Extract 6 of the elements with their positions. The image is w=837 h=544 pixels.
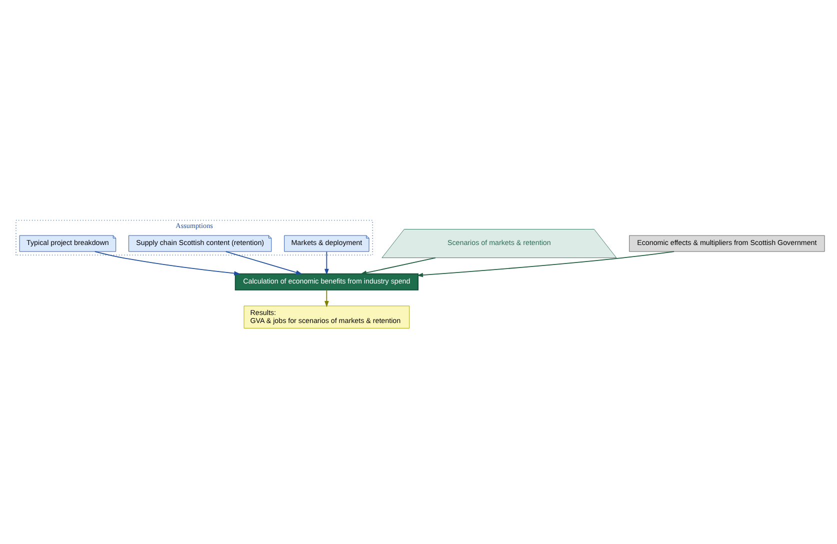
arrow	[94, 250, 240, 275]
arrow	[324, 288, 329, 307]
arrow	[360, 256, 436, 274]
arrow	[225, 250, 302, 274]
arrow	[416, 250, 674, 277]
arrow	[324, 250, 329, 275]
